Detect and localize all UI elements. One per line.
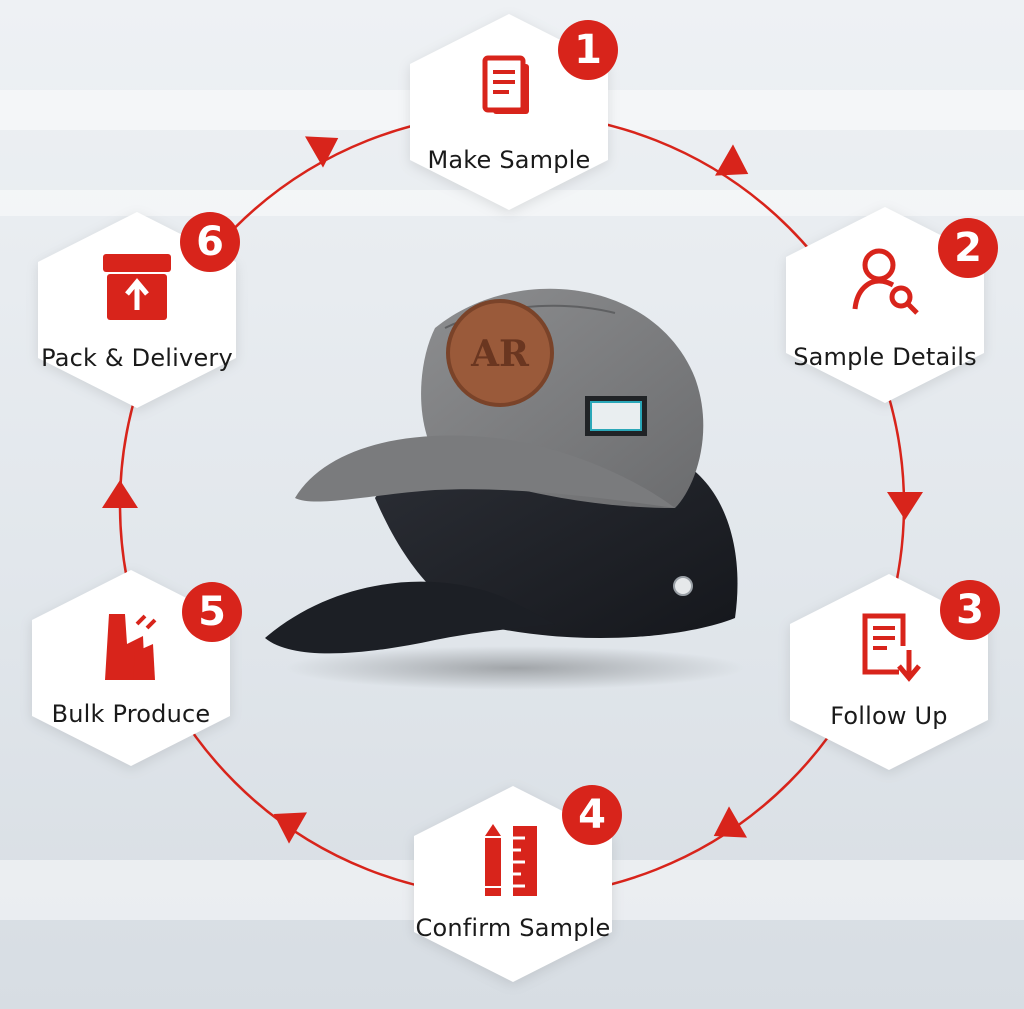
step-node-4: Confirm Sample [408,784,618,984]
cap-shadow [285,646,745,690]
arrow-icon [102,480,138,508]
arrow-icon [713,806,747,838]
step-number-badge: 5 [182,582,242,642]
arrow-icon [305,136,339,168]
arrow-icon [273,812,307,844]
step-label: Follow Up [830,702,948,730]
step-label: Pack & Delivery [41,344,233,372]
step-number-badge: 3 [940,580,1000,640]
document-stack-icon [482,55,529,114]
patch-text: AR [470,333,530,375]
step-number-badge: 2 [938,218,998,278]
arrow-icon [887,492,923,520]
leather-patch [446,299,554,407]
step-number-badge: 4 [562,785,622,845]
grey-cap: AR [295,288,704,508]
box-upload-icon [103,254,171,320]
caps-image: AR [265,288,745,690]
step-number-badge: 1 [558,20,618,80]
user-search-icon [852,248,919,315]
document-download-icon [862,613,921,682]
step-node-1: Make Sample [404,12,614,212]
arrow-icon [715,144,749,176]
step-label: Confirm Sample [415,914,611,942]
step-label: Bulk Produce [51,700,211,728]
step-node-5: Bulk Produce [26,568,236,768]
pencil-ruler-icon [485,824,537,896]
step-label: Make Sample [427,146,591,174]
step-label: Sample Details [793,343,977,371]
factory-icon [105,614,157,680]
step-number-badge: 6 [180,212,240,272]
step-node-2: Sample Details [780,205,990,405]
step-node-3: Follow Up [784,572,994,772]
